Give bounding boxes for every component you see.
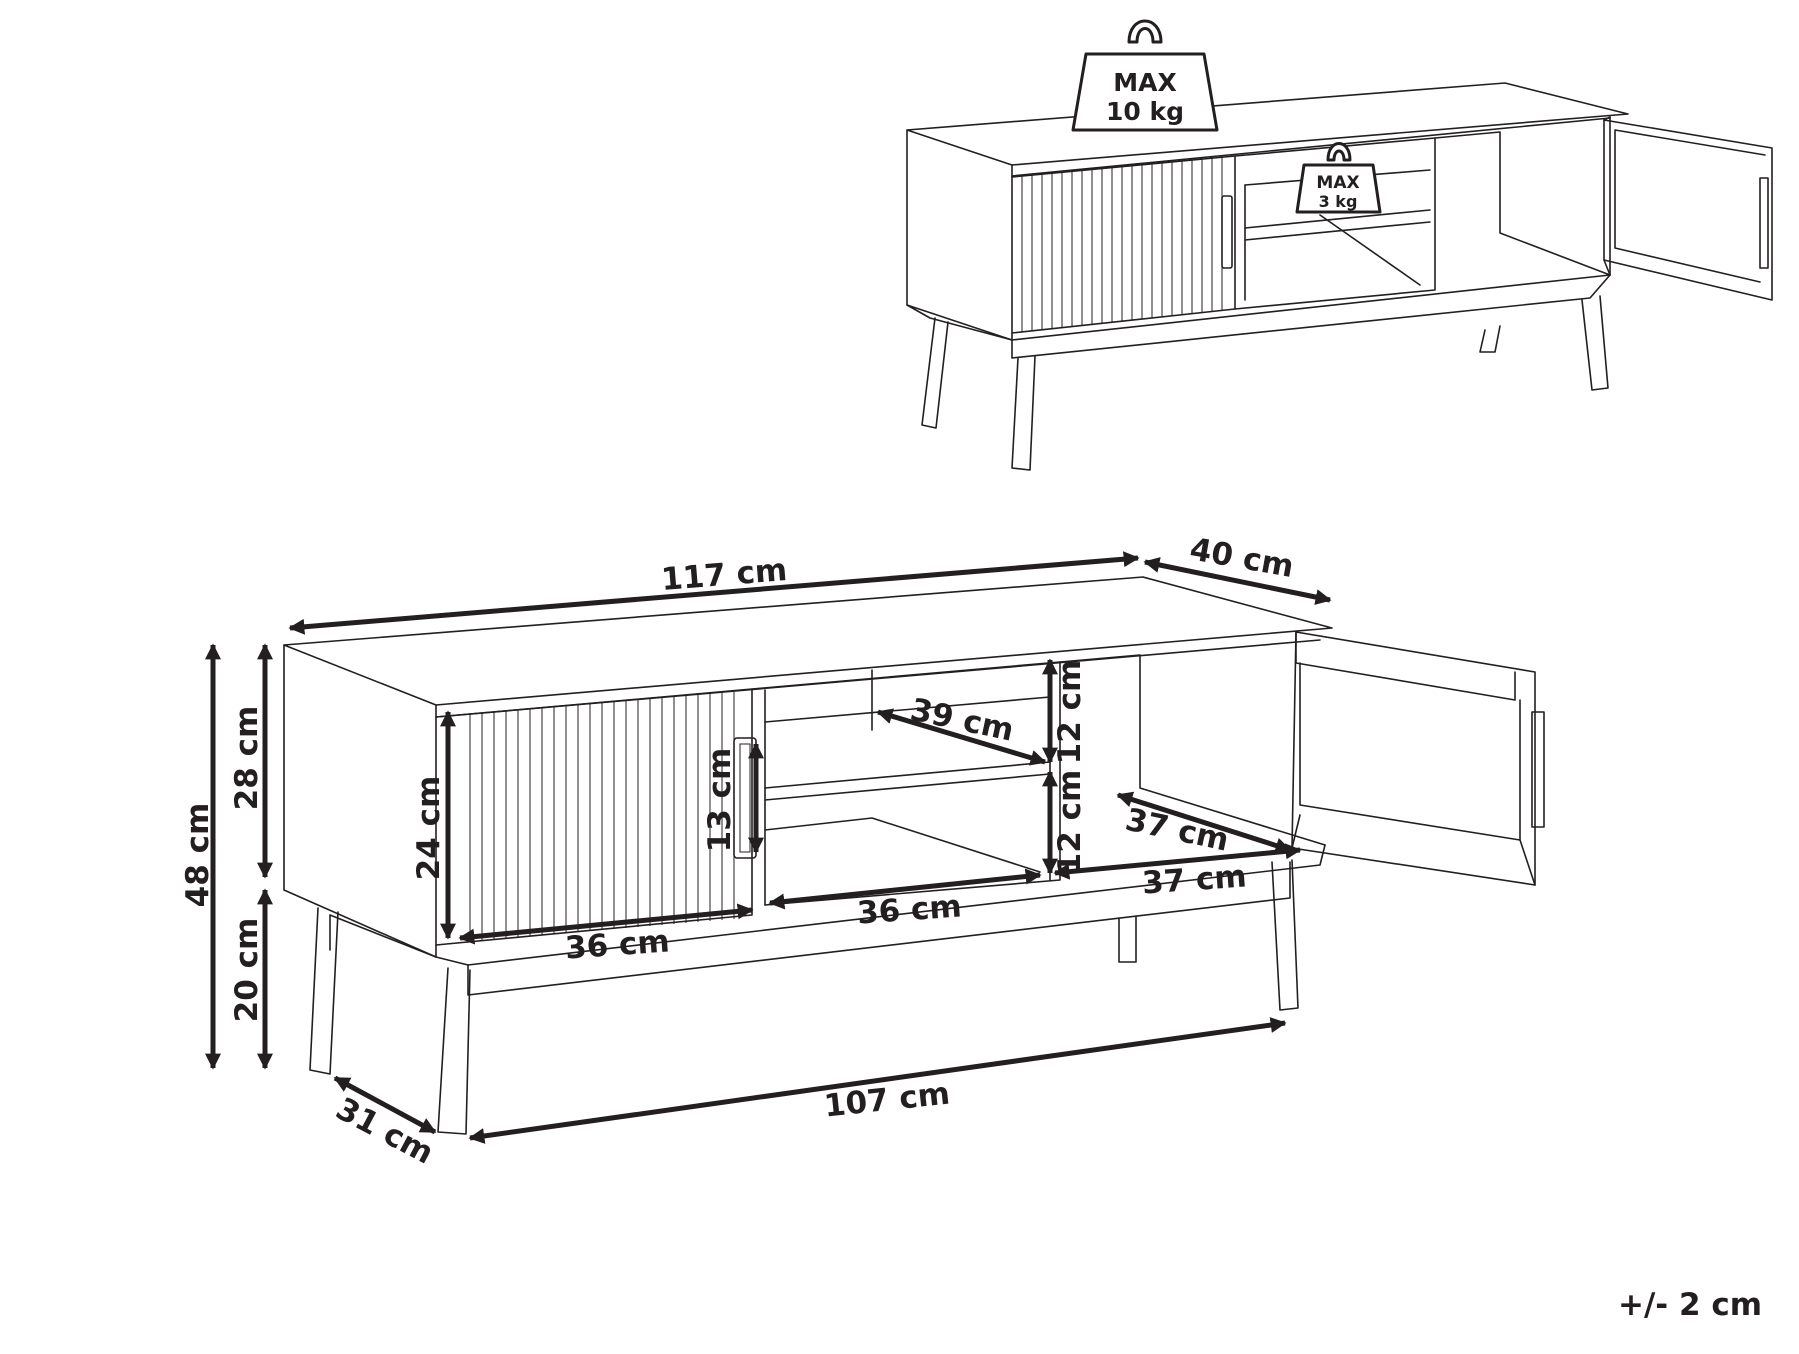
left-compartment-width-label: 36 cm [564, 923, 671, 966]
dimension-labels: 117 cm 40 cm 48 cm 28 cm 20 cm 24 cm 13 … [180, 531, 1296, 1171]
depth-label: 40 cm [1187, 531, 1296, 585]
total-height-label: 48 cm [180, 803, 216, 908]
lower-compartment-height-label: 12 cm [1052, 770, 1088, 875]
top-load-value-label: 10 kg [1106, 97, 1184, 126]
right-compartment-depth-label: 37 cm [1122, 802, 1232, 859]
leg-height-label: 20 cm [229, 918, 265, 1023]
shelf-depth-label: 39 cm [907, 692, 1017, 749]
tolerance-note: +/- 2 cm [1618, 1287, 1762, 1323]
top-load-max-label: MAX [1113, 68, 1177, 97]
body-height-label: 28 cm [229, 706, 265, 811]
perspective-view-tv-stand [906, 82, 1773, 471]
right-compartment-width-label: 37 cm [1141, 858, 1248, 901]
max-load-shelf-weight-icon: MAX 3 kg [1295, 142, 1382, 214]
shelf-load-value-label: 3 kg [1319, 192, 1358, 211]
middle-compartment-width-label: 36 cm [856, 888, 963, 931]
max-load-top-weight-icon: MAX 10 kg [1071, 19, 1219, 132]
width-label: 117 cm [660, 552, 789, 598]
door-height-label: 24 cm [411, 776, 447, 881]
shelf-load-max-label: MAX [1316, 173, 1359, 193]
fluted-door-grooves [1021, 157, 1223, 332]
upper-compartment-height-label: 12 cm [1052, 660, 1088, 765]
dimensioned-front-view-tv-stand [283, 576, 1545, 1135]
handle-length-label: 13 cm [702, 748, 738, 853]
dimension-arrows [204, 551, 1332, 1144]
leg-span-width-label: 107 cm [822, 1076, 951, 1125]
main-fluted-door-grooves [469, 692, 735, 941]
